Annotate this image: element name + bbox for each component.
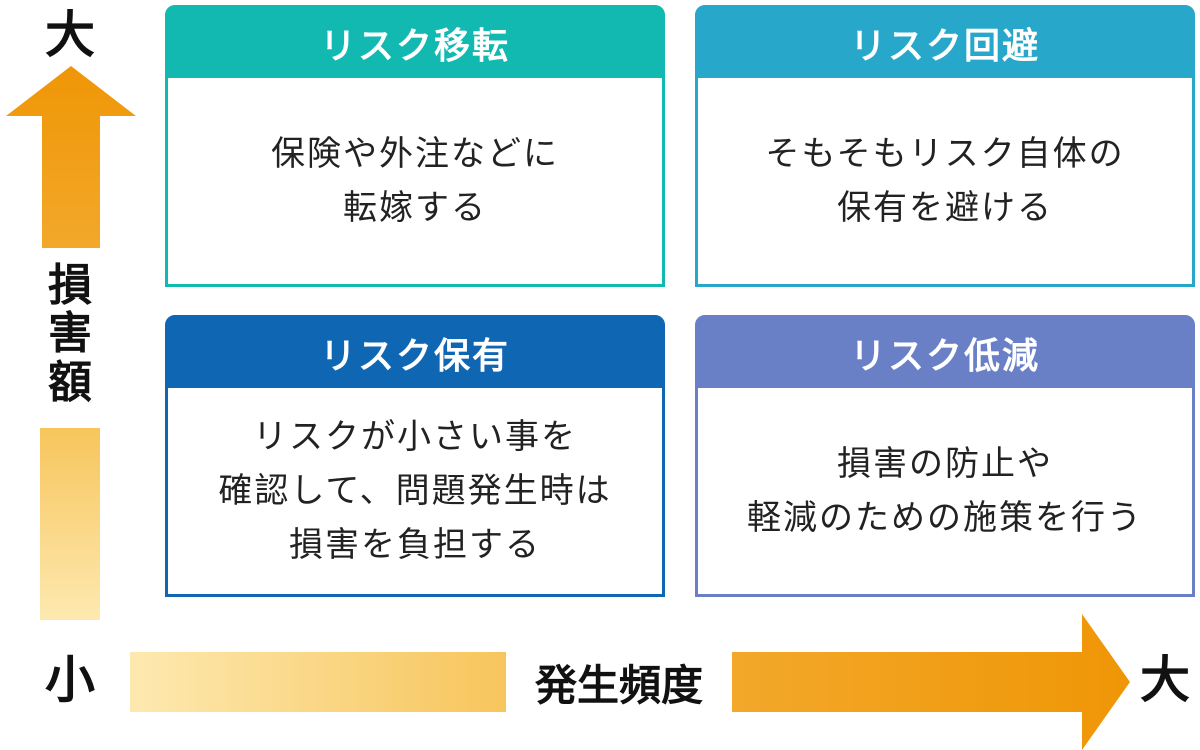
origin-low-label: 小 (45, 651, 95, 709)
y-axis-high-label: 大 (45, 6, 95, 64)
quadrant-risk-avoid-title: リスク回避 (849, 26, 1040, 67)
y-axis-title-char-1: 損 (48, 260, 92, 311)
quadrant-risk-avoid-header: リスク回避 (698, 8, 1192, 78)
y-axis-title-char-3: 額 (48, 356, 92, 408)
quadrant-risk-retain: リスク保有 リスクが小さい事を 確認して、問題発生時は 損害を負担する (165, 315, 665, 597)
y-axis-title: 損 害 額 (40, 260, 100, 408)
quadrant-risk-reduce-body: 損害の防止や 軽減のための施策を行う (698, 388, 1192, 594)
y-axis-arrow-icon (6, 66, 136, 248)
quadrant-risk-transfer-header: リスク移転 (168, 8, 662, 78)
quadrant-risk-avoid-line-1: そもそもリスク自体の (765, 134, 1125, 174)
quadrant-risk-transfer-body: 保険や外注などに 転嫁する (168, 78, 662, 284)
quadrant-risk-avoid-body: そもそもリスク自体の 保有を避ける (698, 78, 1192, 284)
quadrant-risk-reduce-header: リスク低減 (698, 318, 1192, 388)
quadrant-risk-reduce-title: リスク低減 (849, 336, 1040, 377)
quadrant-risk-retain-title: リスク保有 (319, 336, 510, 377)
quadrant-risk-reduce: リスク低減 損害の防止や 軽減のための施策を行う (695, 315, 1195, 597)
x-axis-arrow-icon (732, 614, 1130, 750)
quadrant-risk-transfer: リスク移転 保険や外注などに 転嫁する (165, 5, 665, 287)
quadrant-risk-reduce-line-2: 軽減のための施策を行う (747, 498, 1143, 538)
quadrant-risk-retain-line-2: 確認して、問題発生時は (218, 471, 612, 511)
quadrant-risk-transfer-line-1: 保険や外注などに (271, 134, 559, 174)
quadrant-risk-avoid: リスク回避 そもそもリスク自体の 保有を避ける (695, 5, 1195, 287)
quadrant-risk-retain-body: リスクが小さい事を 確認して、問題発生時は 損害を負担する (168, 388, 662, 594)
quadrant-risk-avoid-line-2: 保有を避ける (837, 188, 1053, 228)
x-axis-title: 発生頻度 (534, 660, 703, 710)
x-axis-low-bar (130, 652, 506, 712)
quadrant-risk-transfer-line-2: 転嫁する (343, 188, 487, 228)
y-axis-title-char-2: 害 (48, 308, 92, 360)
x-axis-high-label: 大 (1140, 651, 1190, 709)
y-axis-low-bar (40, 428, 100, 620)
quadrant-risk-retain-line-1: リスクが小さい事を (253, 417, 577, 457)
quadrant-risk-retain-line-3: 損害を負担する (289, 525, 541, 565)
quadrant-risk-reduce-line-1: 損害の防止や (837, 444, 1053, 484)
quadrant-risk-transfer-title: リスク移転 (319, 26, 510, 67)
quadrant-risk-retain-header: リスク保有 (168, 318, 662, 388)
